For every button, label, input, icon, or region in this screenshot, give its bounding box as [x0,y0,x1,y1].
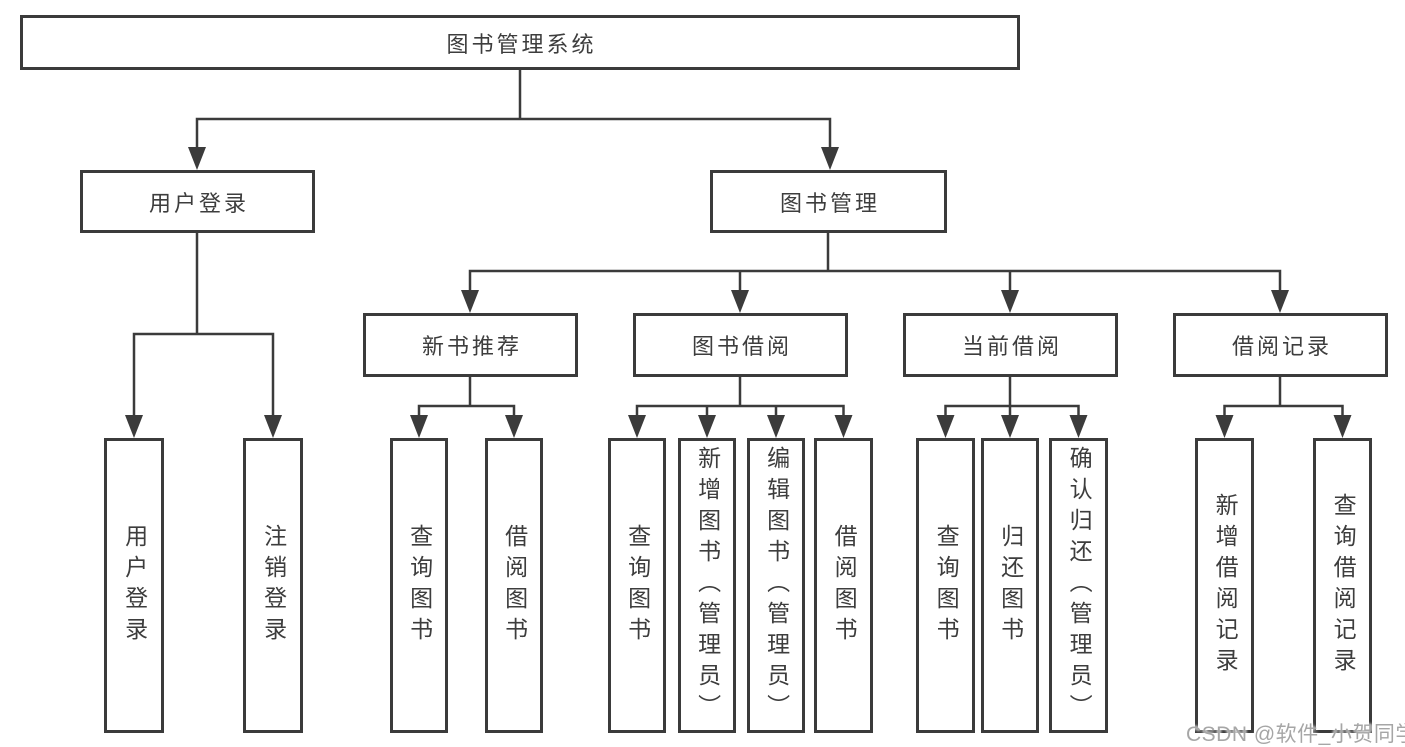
connector-book-management [468,233,1282,296]
node-book-management-label: 图书管理 [779,190,880,216]
node-user-login-label: 用户登录 [148,190,249,216]
leaf-edit-books-admin-label: 编辑图书（管理员） [763,446,790,725]
leaf-query-books-borrow: 查询图书 [608,438,666,733]
node-new-book-recommend: 新书推荐 [363,313,578,377]
leaf-edit-books-admin: 编辑图书（管理员） [747,438,805,733]
connector-book-borrow [635,377,845,422]
leaf-query-borrow-record-label: 查询借阅记录 [1330,492,1357,679]
leaf-borrow-books-recommend: 借阅图书 [485,438,543,733]
connector-user-login [132,233,275,422]
node-book-borrow-label: 图书借阅 [691,334,792,359]
leaf-query-books-current: 查询图书 [916,438,975,733]
connector-borrow-records [1223,377,1344,422]
leaf-user-login: 用户登录 [104,438,164,733]
node-user-login: 用户登录 [80,170,315,233]
leaf-return-books-label: 归还图书 [997,523,1024,648]
node-current-borrow-label: 当前借阅 [961,334,1062,359]
node-book-management: 图书管理 [710,170,947,233]
leaf-borrow-books-recommend-label: 借阅图书 [501,523,528,648]
node-borrow-records: 借阅记录 [1173,313,1388,377]
leaf-query-books-recommend: 查询图书 [390,438,448,733]
leaf-borrow-books-label: 借阅图书 [831,523,858,648]
leaf-confirm-return-admin-label: 确认归还（管理员） [1066,446,1093,725]
leaf-return-books: 归还图书 [981,438,1039,733]
leaf-confirm-return-admin: 确认归还（管理员） [1049,438,1108,733]
leaf-add-borrow-record-label: 新增借阅记录 [1212,492,1239,679]
node-borrow-records-label: 借阅记录 [1231,334,1332,359]
leaf-logout-label: 注销登录 [260,523,287,648]
leaf-add-books-admin-label: 新增图书（管理员） [694,446,721,725]
leaf-query-borrow-record: 查询借阅记录 [1313,438,1372,733]
connector-current-borrow [944,377,1080,422]
node-book-borrow: 图书借阅 [633,313,848,377]
node-root-label: 图书管理系统 [446,31,597,57]
leaf-query-books-borrow-label: 查询图书 [624,523,651,648]
csdn-watermark: CSDN @软件_小贺同学 [1186,723,1405,746]
leaf-logout: 注销登录 [243,438,303,733]
leaf-query-books-current-label: 查询图书 [933,523,960,648]
leaf-borrow-books: 借阅图书 [814,438,873,733]
connector-root [195,70,832,156]
leaf-add-borrow-record: 新增借阅记录 [1195,438,1254,733]
node-current-borrow: 当前借阅 [903,313,1118,377]
node-root: 图书管理系统 [20,15,1020,70]
leaf-user-login-label: 用户登录 [121,523,148,648]
leaf-add-books-admin: 新增图书（管理员） [678,438,736,733]
leaf-query-books-recommend-label: 查询图书 [406,523,433,648]
connector-new-book-recommend [417,377,516,422]
node-new-book-recommend-label: 新书推荐 [421,334,522,359]
